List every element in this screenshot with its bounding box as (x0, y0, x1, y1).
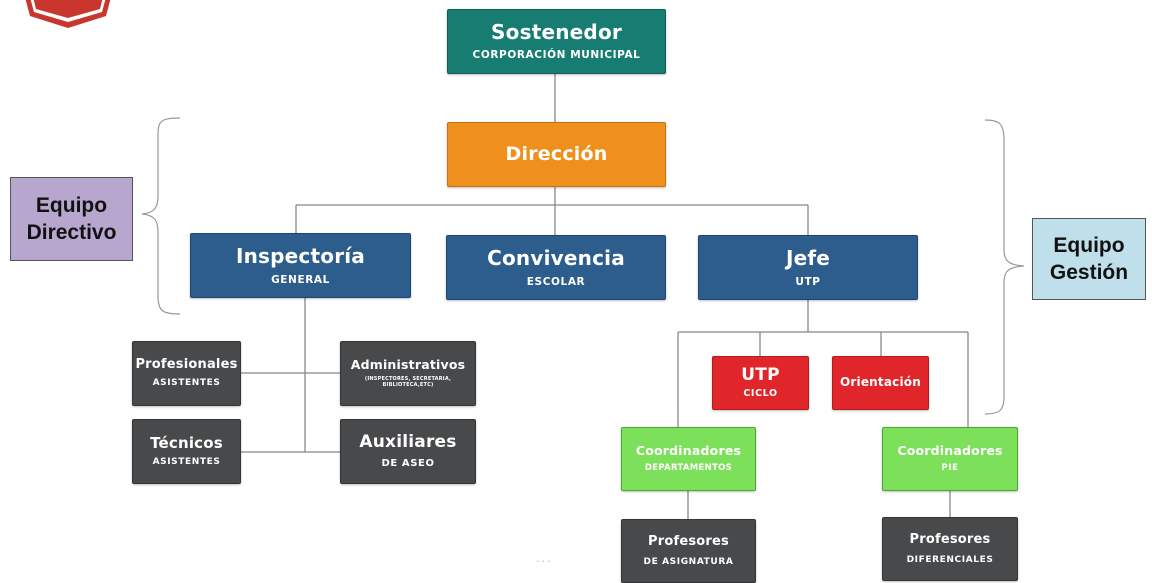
more-dots: ... (536, 552, 553, 565)
inspectoria-box: Inspectoría GENERAL (190, 233, 411, 298)
prof-asignatura-title: Profesores (648, 533, 729, 549)
direccion-box: Dirección (447, 122, 666, 187)
coord-departamentos-title: Coordinadores (635, 442, 742, 458)
orientacion-title: Orientación (840, 375, 921, 390)
sostenedor-subtitle: CORPORACIÓN MUNICIPAL (472, 49, 641, 62)
coordinadores-departamentos-box: Coordinadores DEPARTAMENTOS (621, 427, 756, 491)
equipo-gestion-line2: Gestión (1049, 261, 1129, 284)
equipo-directivo-line1: Equipo (35, 193, 108, 217)
coord-departamentos-subtitle: DEPARTAMENTOS (644, 463, 733, 474)
inspectoria-title: Inspectoría (235, 243, 366, 268)
tecnicos-title: Técnicos (150, 434, 223, 453)
auxiliares-subtitle: DE ASEO (381, 458, 435, 470)
equipo-gestion-label: Equipo Gestión (1032, 218, 1146, 300)
coordinadores-pie-box: Coordinadores PIE (882, 427, 1018, 491)
prof-asignatura-subtitle: DE ASIGNATURA (643, 556, 734, 567)
prof-diferenciales-title: Profesores (909, 531, 991, 547)
equipo-directivo-label: Equipo Directivo (10, 177, 133, 261)
profesores-diferenciales-box: Profesores DIFERENCIALES (882, 517, 1018, 581)
profesionales-subtitle: ASISTENTES (152, 378, 221, 389)
equipo-gestion-line1: Equipo (1053, 233, 1125, 257)
jefe-subtitle: UTP (795, 275, 821, 288)
jefe-title: Jefe (785, 245, 831, 270)
prof-diferenciales-subtitle: DIFERENCIALES (906, 554, 994, 565)
auxiliares-title: Auxiliares (359, 432, 457, 453)
sostenedor-title: Sostenedor (491, 20, 622, 45)
equipo-directivo-line2: Directivo (26, 221, 117, 244)
utp-ciclo-subtitle: CICLO (743, 388, 778, 400)
administrativos-box: Administrativos (INSPECTORES, SECRETARIA… (340, 341, 476, 406)
logo (25, 0, 111, 28)
auxiliares-box: Auxiliares DE ASEO (340, 419, 476, 484)
sostenedor-box: Sostenedor CORPORACIÓN MUNICIPAL (447, 9, 666, 74)
administrativos-title: Administrativos (350, 357, 466, 373)
orientacion-box: Orientación (832, 356, 929, 410)
profesores-asignatura-box: Profesores DE ASIGNATURA (621, 519, 756, 583)
tecnicos-subtitle: ASISTENTES (152, 457, 221, 468)
jefe-utp-box: Jefe UTP (698, 235, 918, 300)
convivencia-box: Convivencia ESCOLAR (446, 235, 666, 300)
tecnicos-box: Técnicos ASISTENTES (132, 419, 241, 484)
utp-ciclo-box: UTP CICLO (712, 356, 809, 410)
coord-pie-subtitle: PIE (941, 463, 959, 474)
convivencia-title: Convivencia (487, 245, 625, 270)
profesionales-title: Profesionales (135, 357, 238, 373)
coord-pie-title: Coordinadores (897, 442, 1003, 458)
left-brace (141, 117, 181, 315)
administrativos-subtitle: (INSPECTORES, SECRETARIA, BIBLIOTECA,ETC… (364, 376, 452, 389)
right-brace (984, 119, 1025, 415)
direccion-title: Dirección (505, 142, 608, 165)
inspectoria-subtitle: GENERAL (271, 273, 330, 286)
convivencia-subtitle: ESCOLAR (526, 275, 586, 288)
utp-ciclo-title: UTP (741, 364, 780, 385)
profesionales-box: Profesionales ASISTENTES (132, 341, 241, 406)
